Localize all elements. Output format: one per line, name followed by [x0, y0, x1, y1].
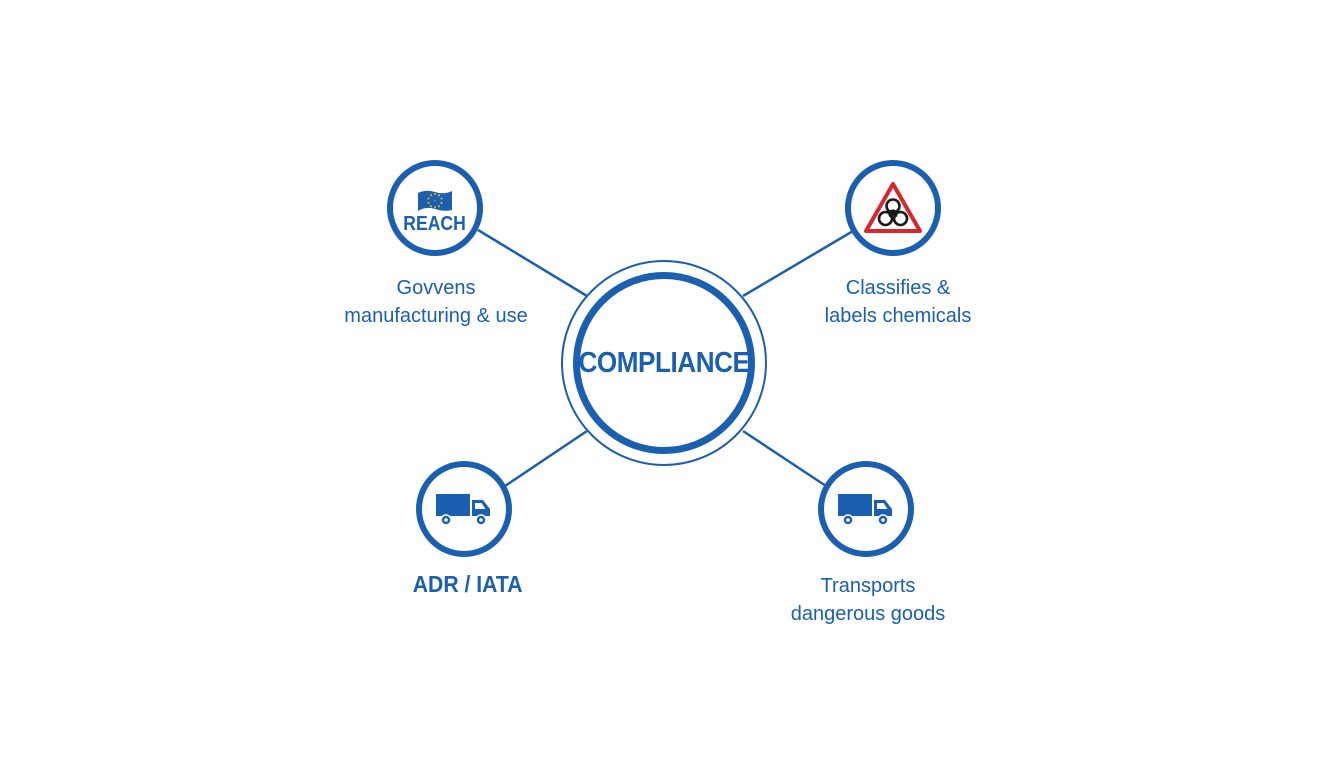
- eu-flag-icon: [418, 190, 452, 211]
- transport-description: Transports dangerous goods: [776, 572, 960, 628]
- hazard-node: [845, 160, 941, 256]
- compliance-center-node: COMPLIANCE: [561, 260, 767, 466]
- reach-node: REACH: [387, 160, 483, 256]
- hazard-description-line-1: Classifies &: [845, 277, 951, 299]
- compliance-center-inner-ring: COMPLIANCE: [573, 272, 755, 454]
- transport-description-line-1: Transports: [820, 575, 916, 597]
- truck-icon: [436, 494, 490, 526]
- biohazard-warning-icon: [864, 182, 922, 233]
- connector-adr: [504, 429, 588, 488]
- reach-description: Govvens manufacturing & use: [336, 274, 536, 330]
- connector-transport: [742, 429, 827, 488]
- connector-reach: [477, 228, 588, 298]
- transport-description-line-2: dangerous goods: [790, 603, 946, 625]
- connector-hazard: [742, 229, 854, 298]
- reach-description-line-1: Govvens: [396, 277, 476, 299]
- hazard-description-line-2: labels chemicals: [824, 305, 972, 327]
- truck-icon: [838, 494, 892, 526]
- adr-iata-label: ADR / IATA: [412, 571, 523, 597]
- reach-description-line-2: manufacturing & use: [344, 305, 528, 327]
- compliance-label: COMPLIANCE: [578, 346, 750, 379]
- transport-node: [818, 461, 914, 557]
- adr-node: [416, 461, 512, 557]
- reach-badge-text: REACH: [403, 212, 467, 235]
- hazard-description: Classifies & labels chemicals: [808, 274, 988, 330]
